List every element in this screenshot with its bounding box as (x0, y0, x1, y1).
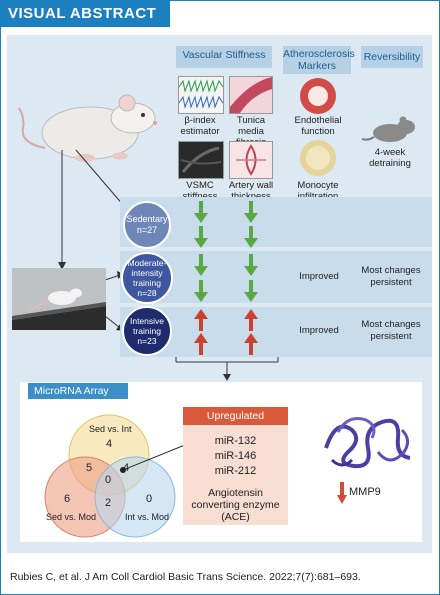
artery-wall-image (229, 141, 273, 179)
arrow-up-int-col2b (244, 333, 258, 355)
arrow-down-sed-col1b (194, 226, 208, 248)
venn-label-int: Sed vs. Int (89, 424, 132, 434)
citation: Rubies C, et al. J Am Coll Cardiol Basic… (10, 571, 361, 583)
intensive-circle: Intensive training n=23 (122, 306, 172, 356)
intensive-band (120, 307, 432, 357)
venn-label-intmod: Int vs. Mod (125, 512, 170, 522)
venn-count-int-intmod: 4 (123, 462, 130, 474)
intensive-athero-text: Improved (299, 325, 339, 336)
sedentary-circle: Sedentary n=27 (123, 201, 171, 249)
protein-structure-image (324, 417, 411, 469)
arrow-down-mod-col1 (194, 254, 208, 276)
mirna-item: miR-132 (214, 435, 257, 447)
vsmc-image (178, 141, 224, 179)
col-header-vascular: Vascular Stiffness (176, 46, 272, 68)
moderate-circle: Moderate-intensity training n=28 (121, 252, 173, 304)
monocyte-image (300, 140, 336, 176)
intensive-reversibility-text: Most changes persistent (361, 319, 421, 342)
arrow-up-int-col2 (244, 309, 258, 331)
tunica-media-image (229, 76, 273, 114)
treadmill-photo (12, 268, 106, 330)
venn-count-mod-intmod: 2 (105, 497, 112, 509)
venn-count-all: 0 (105, 474, 112, 486)
arrow-up-int-col1 (194, 309, 208, 331)
arrow-down-mod-col2b (244, 280, 258, 302)
endothelial-caption: Endothelial function (294, 115, 342, 137)
col-header-athero: Atherosclerosis Markers (283, 46, 355, 74)
detraining-rat-icon (361, 116, 415, 142)
visual-abstract-tag: VISUAL ABSTRACT (0, 0, 170, 27)
venn-count-int: 4 (106, 438, 113, 450)
arrow-down-sed-col2 (244, 201, 258, 223)
upregulated-header: Upregulated (183, 407, 288, 425)
vsmc-caption: VSMC stiffness (183, 180, 218, 202)
venn-label-mod: Sed vs. Mod (46, 512, 97, 522)
venn-pointer-line (122, 444, 185, 471)
moderate-athero-text: Improved (299, 271, 339, 282)
moderate-reversibility-text: Most changes persistent (361, 265, 421, 288)
detraining-caption: 4-week detraining (369, 147, 411, 169)
endothelial-image (300, 78, 336, 114)
beta-index-caption: β-index estimator (180, 115, 220, 137)
venn-circle-intmod (94, 456, 176, 538)
microrna-title: MicroRNA Array (28, 383, 128, 399)
venn-diagram (44, 414, 185, 538)
mirna-item: miR-212 (214, 465, 257, 477)
venn-count-intmod-only: 0 (146, 493, 153, 505)
arrow-up-int-col1b (194, 333, 208, 355)
venn-count-mod: 6 (64, 493, 71, 505)
wall-caption: Artery wall thickness (228, 180, 274, 202)
sedentary-band (120, 197, 432, 247)
mmp9-down-arrow (337, 482, 347, 504)
beta-index-image (178, 76, 224, 114)
rat-illustration (18, 94, 157, 162)
upregulated-box: Upregulated miR-132 miR-146 miR-212 Angi… (183, 407, 288, 525)
monocyte-caption: Monocyte infiltration (297, 180, 339, 202)
ace-gene: Angiotensin converting enzyme (ACE) (191, 487, 280, 523)
arrow-down-mod-col2 (244, 254, 258, 276)
arrow-down-mod-col1b (194, 280, 208, 302)
arrow-down-sed-col1 (194, 201, 208, 223)
mirna-item: miR-146 (214, 450, 257, 462)
venn-count-sed-int-mod: 5 (86, 462, 93, 474)
mmp9-label: MMP9 (349, 486, 381, 498)
col-header-reversibility: Reversibility (361, 46, 423, 68)
arrow-down-sed-col2b (244, 226, 258, 248)
